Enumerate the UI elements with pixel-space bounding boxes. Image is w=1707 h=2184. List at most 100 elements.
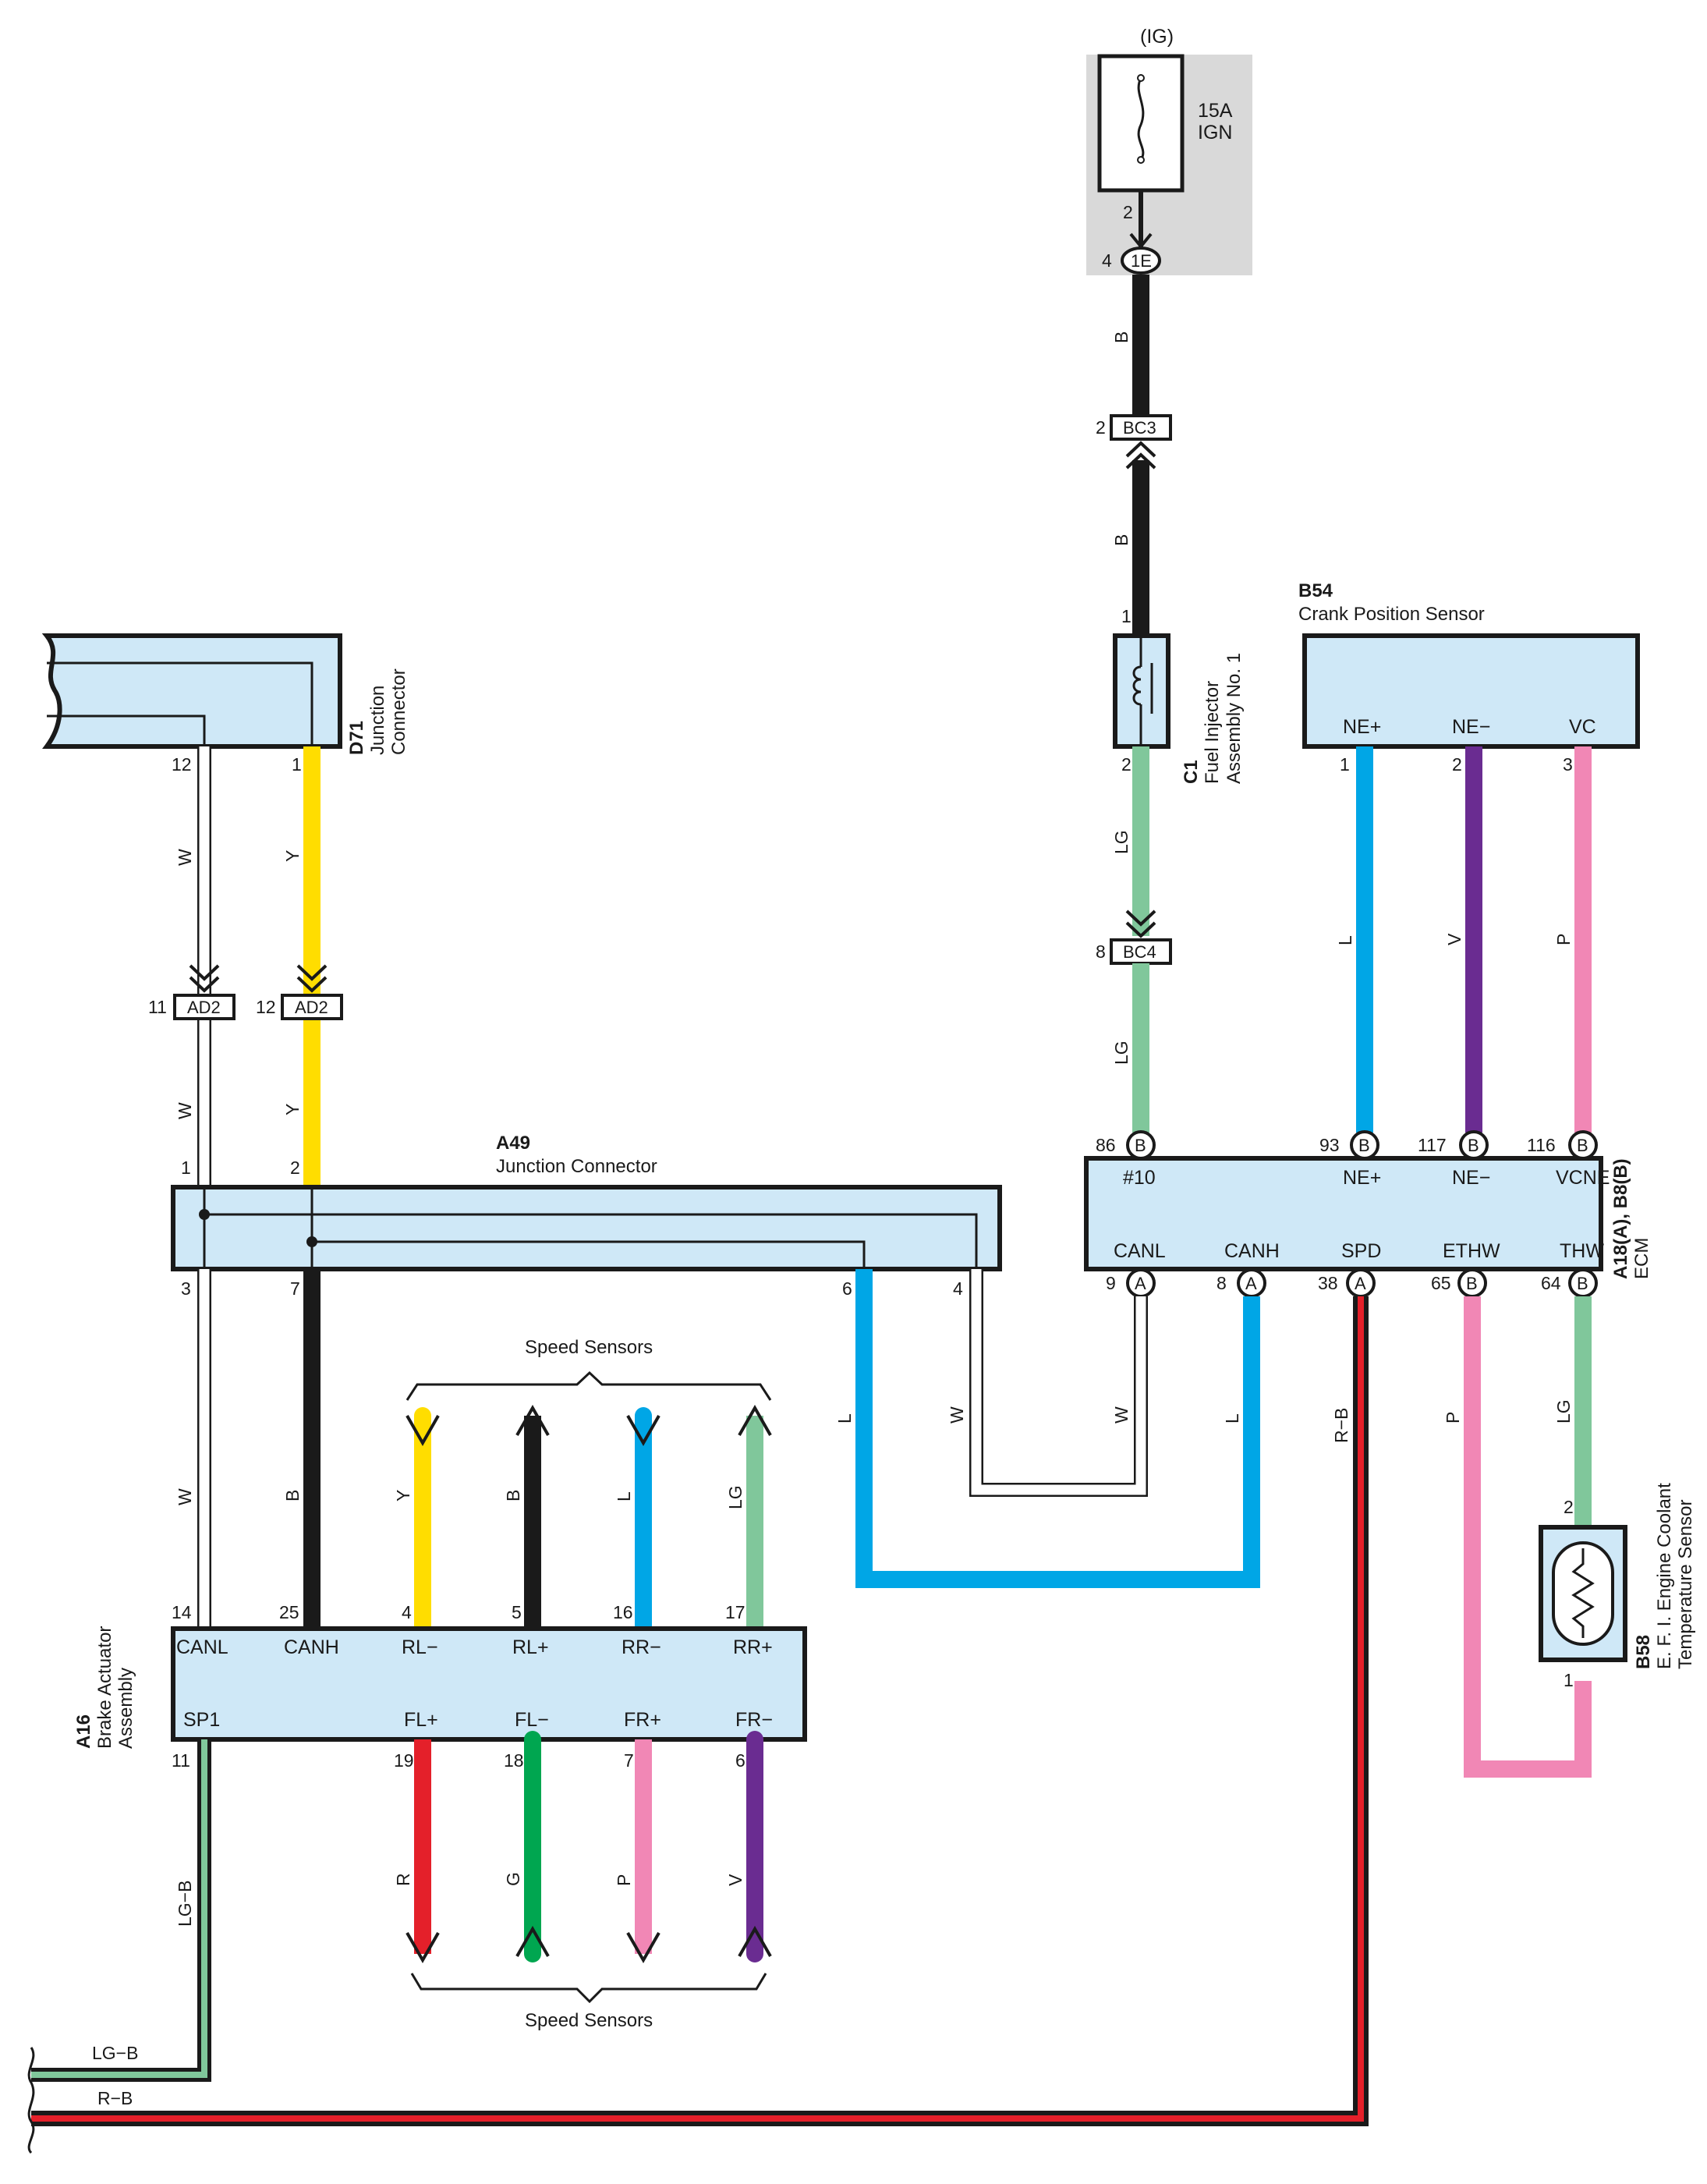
ecm-code: A18(A), B8(B) [1610, 1158, 1631, 1279]
a16-term-rl-minus: RL− [402, 1636, 438, 1658]
ecm-term-10: #10 [1123, 1167, 1156, 1189]
wire-label-ecm-p: P [1443, 1412, 1463, 1424]
ecm-pin-93: 93 [1319, 1135, 1340, 1155]
svg-text:B: B [1358, 1136, 1370, 1155]
speed-sensors-top-brace [406, 1370, 772, 1401]
ecm-term-ethw: ETHW [1443, 1240, 1500, 1262]
ecm-pin-9: 9 [1106, 1273, 1116, 1293]
junction-BC3-pin: 2 [1096, 417, 1106, 438]
a16-pin-18: 18 [504, 1750, 524, 1771]
wire-label-inj-lg1: LG [1111, 830, 1132, 854]
fuse-icon [1137, 77, 1145, 161]
a16-term-canl: CANL [176, 1636, 228, 1658]
a16-term-sp1: SP1 [183, 1709, 220, 1731]
wire-label-a49-w: W [175, 1488, 195, 1505]
wire-label-rr-l: L [614, 1491, 634, 1502]
wire-label-rr-lg: LG [725, 1485, 745, 1509]
crank-pin-1: 1 [1340, 754, 1350, 775]
svg-text:B: B [1468, 1136, 1479, 1155]
thermistor-icon [1552, 1541, 1614, 1646]
wire-label-fr-p: P [614, 1874, 634, 1886]
svg-text:B: B [1577, 1274, 1588, 1293]
crank-sensor-box [1302, 633, 1640, 749]
ecm-pin-38: 38 [1318, 1273, 1338, 1293]
speed-sensors-bottom-brace [410, 1973, 767, 2004]
wire-label-bot-rb: R−B [97, 2088, 133, 2108]
break-mark-icon [27, 2047, 35, 2154]
a16-name1: Brake Actuator [94, 1626, 115, 1749]
a16-pin-5: 5 [512, 1602, 522, 1622]
a16-term-rl-plus: RL+ [512, 1636, 549, 1658]
wire-label-sp1-lgb: LG−B [175, 1881, 195, 1927]
ecm-pin-64: 64 [1541, 1273, 1561, 1293]
a49-pin-4: 4 [953, 1278, 963, 1299]
a49-pin-7: 7 [290, 1278, 300, 1299]
ecm-term-spd: SPD [1341, 1240, 1381, 1262]
wire-label-bot-lgb: LG−B [92, 2043, 138, 2063]
wire-label-inj-lg2: LG [1111, 1041, 1132, 1065]
rr-minus-arrow-icon [626, 1415, 660, 1447]
wire-label-d71-y2: Y [282, 1104, 303, 1115]
svg-text:A: A [1135, 1274, 1146, 1293]
d71-name2: Connector [388, 668, 409, 755]
injector-name2: Assembly No. 1 [1224, 653, 1245, 784]
wire-label-ecm-rb: R−B [1331, 1408, 1351, 1443]
a49-pin-6: 6 [842, 1278, 852, 1299]
wire-w-can [969, 1269, 1148, 1497]
fr-plus-arrow-icon [626, 1932, 660, 1964]
wire-label-a49-l: L [834, 1413, 855, 1424]
fuse-name: IGN [1198, 122, 1232, 144]
crank-term-vc: VC [1569, 716, 1596, 738]
fl-minus-arrow-icon [515, 1925, 550, 1957]
a49-code: A49 [496, 1133, 530, 1154]
wire-label-ig-b1: B [1111, 332, 1132, 343]
ecm-term-ne-plus: NE+ [1343, 1167, 1381, 1189]
injector-pin-1: 1 [1121, 606, 1132, 626]
ecm-term-thw: THW [1560, 1240, 1604, 1262]
ecm-pin-8: 8 [1217, 1273, 1227, 1293]
crank-name: Crank Position Sensor [1298, 604, 1485, 625]
a16-pin-11: 11 [172, 1750, 190, 1771]
a16-pin-17: 17 [725, 1602, 745, 1622]
bc4-chevron-icon [1125, 909, 1156, 938]
coil-icon [1132, 636, 1142, 746]
b58-pin-1: 1 [1564, 1670, 1574, 1690]
crank-pin-3: 3 [1563, 754, 1573, 775]
a16-pin-7: 7 [624, 1750, 634, 1771]
a49-pin-3: 3 [181, 1278, 191, 1299]
a16-pin-25: 25 [279, 1602, 299, 1622]
rl-plus-arrow-icon [515, 1404, 550, 1436]
wire-label-crank-p: P [1553, 934, 1574, 945]
fuse-pin-2: 2 [1123, 202, 1133, 222]
wire-rb-spd [31, 1296, 1369, 2126]
fl-plus-arrow-icon [406, 1932, 440, 1964]
a16-box [171, 1626, 807, 1742]
wire-label-a49-b: B [282, 1490, 303, 1502]
ecm-name: ECM [1631, 1238, 1652, 1279]
a16-term-canh: CANH [284, 1636, 339, 1658]
a16-term-fl-plus: FL+ [404, 1709, 438, 1731]
injector-name1: Fuel Injector [1202, 681, 1223, 784]
ecm-top-pins: B B B B [1126, 1130, 1598, 1160]
ecm-pin-116: 116 [1527, 1135, 1556, 1155]
wire-label-fl-g: G [503, 1872, 523, 1886]
wire-label-crank-l: L [1335, 935, 1355, 945]
a16-pin-6: 6 [735, 1750, 745, 1771]
junction-1E-id: 1E [1131, 251, 1152, 271]
fr-minus-arrow-icon [738, 1925, 772, 1957]
wire-label-ecm-w: W [1111, 1406, 1132, 1424]
junction-BC3 [1110, 414, 1172, 441]
wire-label-ecm-l: L [1222, 1413, 1242, 1424]
fuse-rating: 15A [1198, 100, 1233, 122]
b58-name2: Temperature Sensor [1675, 1500, 1696, 1669]
ecm-pin-86: 86 [1096, 1135, 1116, 1155]
svg-text:A: A [1245, 1274, 1257, 1293]
junction-AD2-w-id: AD2 [187, 998, 221, 1017]
b58-pin-2: 2 [1564, 1497, 1574, 1517]
d71-pin-12: 12 [172, 754, 192, 775]
wire-label-crank-v: V [1444, 933, 1464, 945]
rr-plus-arrow-icon [738, 1404, 772, 1436]
ecm-term-ne-minus: NE− [1452, 1167, 1490, 1189]
injector-code: C1 [1181, 760, 1202, 784]
